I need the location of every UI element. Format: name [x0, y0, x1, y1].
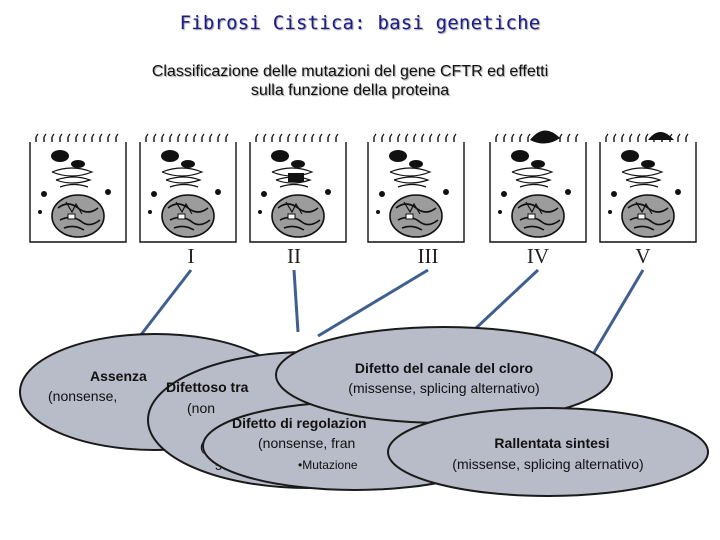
- cell-drawing-4: [367, 133, 465, 243]
- ellipse-5-detail: (missense, splicing alternativo): [452, 456, 643, 472]
- connector-class-1: [138, 269, 193, 337]
- class-numeral-4: IV: [527, 244, 549, 268]
- connector-class-3: [317, 268, 429, 338]
- cell-variant-mark-3: [288, 173, 304, 182]
- ellipse-class-4: Difetto del canale del cloro (missense, …: [275, 326, 613, 424]
- ellipse-1-detail: (nonsense,: [48, 388, 117, 404]
- ellipse-1-label: Assenza: [90, 368, 147, 384]
- class-numeral-1: I: [188, 244, 195, 268]
- cell-drawing-3: [249, 133, 347, 243]
- cell-drawing-6: [599, 133, 697, 243]
- subtitle-line-2: sulla funzione della proteina: [250, 82, 450, 99]
- class-numeral-3: III: [418, 244, 439, 268]
- cell-illustrations: [29, 130, 697, 243]
- connector-class-4: [472, 268, 540, 332]
- cell-variant-mark-6: [648, 132, 674, 140]
- ellipse-4-label: Difetto del canale del cloro: [355, 360, 533, 376]
- cell-variant-mark-5: [530, 130, 560, 144]
- class-numeral-2: II: [287, 244, 301, 268]
- ellipse-shape-5: [387, 407, 709, 497]
- ellipse-3-detail: (nonsense, fran: [258, 435, 355, 451]
- class-numerals: I II III IV V: [188, 244, 651, 268]
- subtitle-line-1: Classificazione delle mutazioni del gene…: [151, 63, 549, 80]
- ellipse-3-label: Difetto di regolazion: [232, 415, 367, 431]
- ellipse-5-label: Rallentata sintesi: [494, 435, 609, 451]
- ellipse-4-detail: (missense, splicing alternativo): [348, 380, 539, 396]
- ellipse-2-detail: (non: [187, 400, 215, 416]
- ellipse-class-5: Rallentata sintesi (missense, splicing a…: [387, 407, 709, 497]
- cell-drawing-1: [29, 133, 127, 243]
- cell-drawing-2: [139, 133, 237, 243]
- ellipse-2-label: Difettoso tra: [166, 379, 249, 395]
- connector-class-2: [292, 269, 300, 333]
- class-numeral-5: V: [635, 244, 650, 268]
- slide-subtitle: Classificazione delle mutazioni del gene…: [70, 62, 630, 100]
- slide-title: Fibrosi Cistica: basi genetiche: [179, 12, 541, 34]
- cell-drawing-5: [489, 133, 587, 243]
- ellipse-3-mutation: •Mutazione: [298, 458, 358, 472]
